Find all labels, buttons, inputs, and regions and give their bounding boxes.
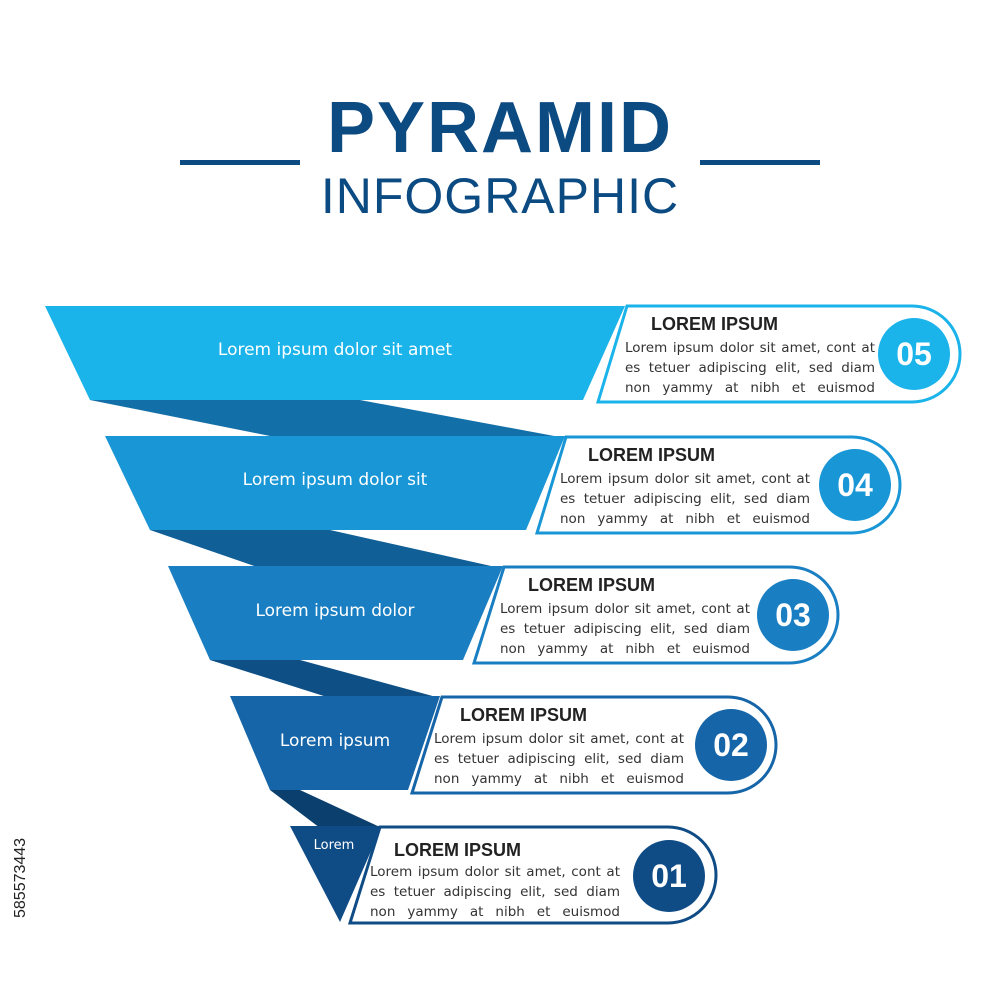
layer-1-shape — [290, 826, 382, 922]
page-subtitle: INFOGRAPHIC — [320, 168, 680, 224]
info-box-1-outline — [347, 825, 718, 925]
layer-4-shape — [105, 436, 565, 530]
layer-3-label: Lorem ipsum dolor — [255, 601, 415, 621]
info-box-1-heading: LOREM IPSUM — [394, 840, 522, 860]
stock-id: 585573443 — [8, 760, 38, 920]
number-04-badge: 04 — [819, 449, 891, 521]
layer-5-label: Lorem ipsum dolor sit amet — [217, 340, 453, 360]
info-box-3-heading: LOREM IPSUM — [528, 575, 656, 595]
info-box-1-body: Lorem ipsum dolor sit amet, cont at es t… — [370, 864, 620, 920]
layer-1-label: Lorem — [313, 838, 355, 853]
info-box-3-outline — [471, 565, 840, 665]
info-box-2-body: Lorem ipsum dolor sit amet, cont at es t… — [434, 731, 684, 787]
layer-4-label: Lorem ipsum dolor sit — [242, 470, 428, 490]
info-box-5-heading: LOREM IPSUM — [651, 314, 779, 334]
info-box-5-outline — [595, 304, 962, 404]
ribbon-2-1 — [270, 790, 382, 828]
info-box-2-outline — [409, 695, 778, 795]
info-box-4-body: Lorem ipsum dolor sit amet, cont at es t… — [560, 471, 810, 527]
title-right-line — [700, 160, 820, 165]
number-02-badge: 02 — [695, 709, 767, 781]
info-box-5-body: Lorem ipsum dolor sit amet, cont at es t… — [625, 340, 875, 396]
ribbon-3-2 — [210, 660, 440, 698]
info-box-4-heading: LOREM IPSUM — [588, 445, 716, 465]
number-03-badge: 03 — [757, 579, 829, 651]
page-title: PYRAMID — [326, 88, 673, 168]
info-box-4-outline — [534, 435, 902, 535]
layer-2-label: Lorem ipsum — [279, 731, 391, 751]
info-box-3-body: Lorem ipsum dolor sit amet, cont at es t… — [500, 601, 750, 657]
layer-2-shape — [230, 696, 440, 790]
layer-5-shape — [45, 306, 625, 400]
title-left-line — [180, 160, 300, 165]
number-01-badge: 01 — [633, 840, 705, 912]
ribbon-5-4 — [90, 400, 565, 438]
layer-3-shape — [168, 566, 503, 660]
info-box-2-heading: LOREM IPSUM — [460, 705, 588, 725]
number-05-badge: 05 — [878, 318, 950, 390]
stock-id-text: 585573443 — [12, 837, 29, 918]
ribbon-4-3 — [150, 530, 500, 568]
